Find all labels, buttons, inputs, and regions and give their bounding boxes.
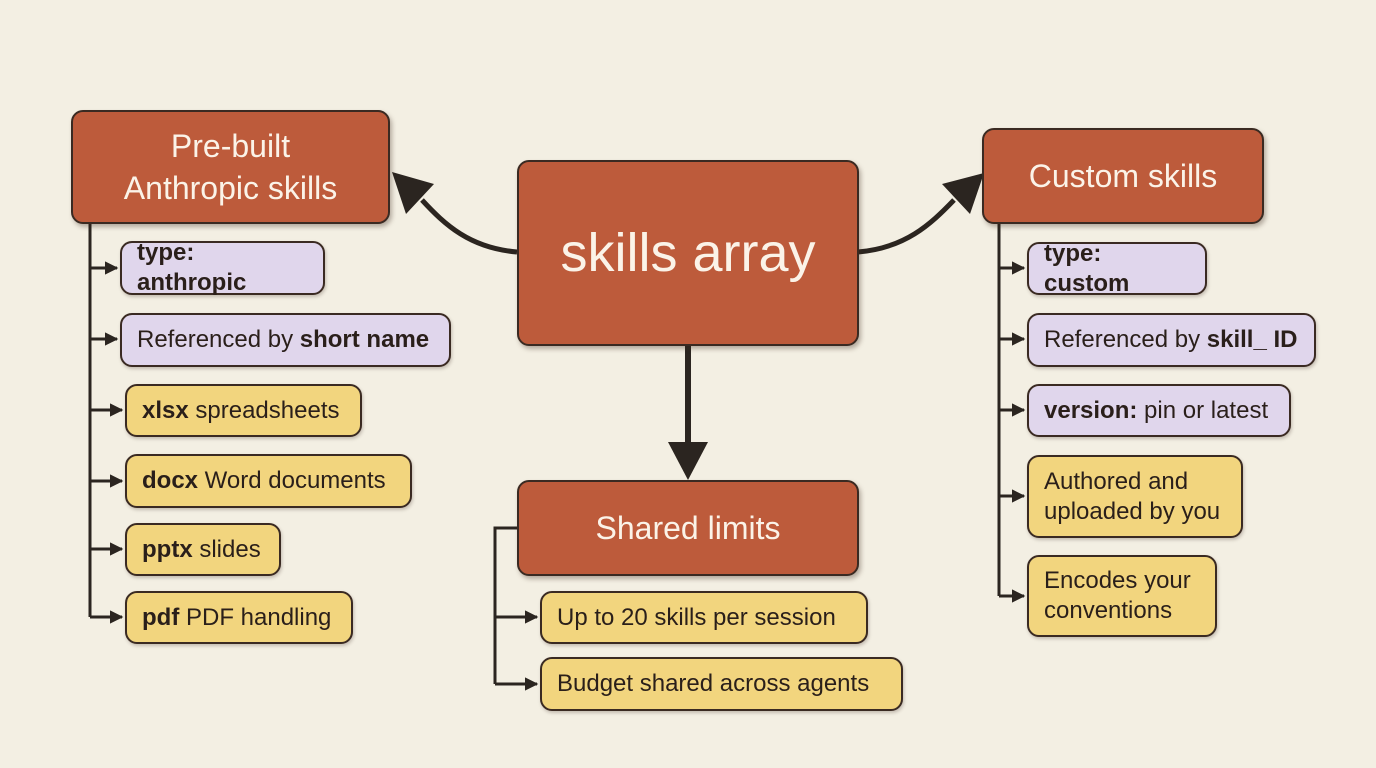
shared-limits-title: Shared limits [595, 510, 781, 546]
skills-array-node: skills array [517, 160, 859, 346]
left-item-pdf: pdf PDF handling [125, 591, 353, 644]
skills-array-label: skills array [560, 223, 816, 283]
left-item-xlsx: xlsx spreadsheets [125, 384, 362, 437]
prebuilt-skills-node: Pre-built Anthropic skills [71, 110, 390, 224]
left-item-pptx: pptx slides [125, 523, 281, 576]
arrowhead-shared [668, 442, 708, 480]
custom-skills-node: Custom skills [982, 128, 1264, 224]
right-item-conventions: Encodes your conventions [1027, 555, 1217, 637]
arrow-to-custom [857, 198, 956, 255]
right-item-authored: Authored and uploaded by you [1027, 455, 1243, 538]
bottom-item-budget: Budget shared across agents [540, 657, 903, 711]
arrow-to-prebuilt [420, 198, 518, 255]
arrowhead-custom [942, 173, 984, 214]
left-item-docx: docx Word documents [125, 454, 412, 508]
right-item-skill-id: Referenced by skill_ ID [1027, 313, 1316, 367]
arrowhead-prebuilt [392, 172, 434, 214]
prebuilt-skills-title: Pre-built Anthropic skills [123, 128, 338, 206]
right-item-type-custom: type: custom [1027, 240, 1207, 297]
right-item-version: version: pin or latest [1027, 384, 1291, 437]
left-item-type-anthropic: type: anthropic [120, 239, 325, 296]
custom-skills-title: Custom skills [1028, 158, 1218, 194]
left-item-short-name: Referenced by short name [120, 313, 451, 367]
bottom-item-skill-cap: Up to 20 skills per session [540, 591, 868, 644]
shared-limits-node: Shared limits [517, 480, 859, 576]
